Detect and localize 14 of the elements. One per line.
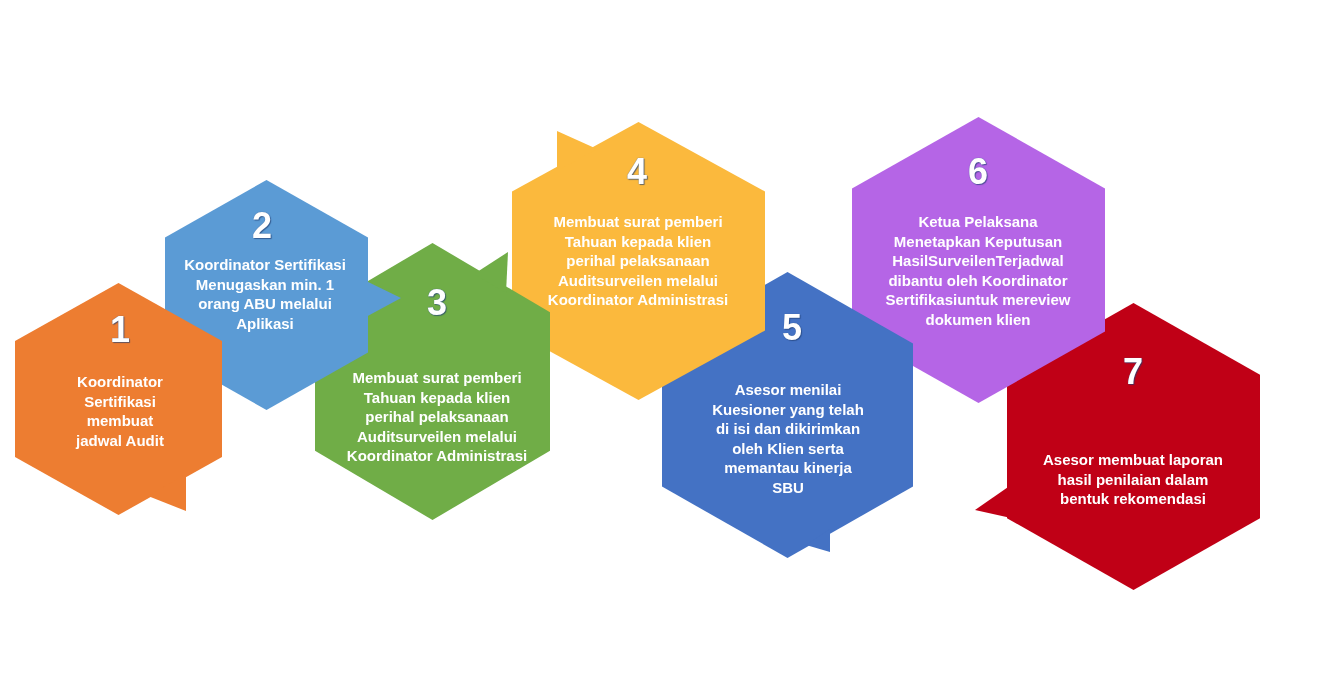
step-number: 4: [627, 154, 648, 190]
step-description: Koordinator Sertifikasi Menugaskan min. 1 orang ABU melalui Aplikasi: [183, 255, 347, 333]
step-description: Koordinator Sertifikasi membuat jadwal Audit: [75, 372, 165, 450]
step-number: 2: [252, 208, 273, 244]
step-description: Asesor menilai Kuesioner yang telah di isi dan dikirimkan oleh Klien serta memantau kinerja SBU: [711, 380, 865, 497]
step-description: Ketua Pelaksana Menetapkan Keputusan HasilSurveilenTerjadwal dibantu oleh Koordinator Sertifikasiuntuk mereview dokumen klien: [884, 212, 1072, 329]
step-number: 3: [427, 285, 448, 321]
step-description: Membuat surat pemberi Tahuan kepada klien perihal pelaksanaan Auditsurveilen melalui Koordinator Administrasi: [546, 212, 730, 310]
step-description: Membuat surat pemberi Tahuan kepada klien perihal pelaksanaan Auditsurveilen melalui Koordinator Administrasi: [345, 368, 529, 466]
step-number: 7: [1123, 354, 1144, 390]
step-number: 5: [782, 310, 803, 346]
step-number: 6: [968, 154, 989, 190]
step-number: 1: [110, 312, 131, 348]
step-description: Asesor membuat laporan hasil penilaian dalam bentuk rekomendasi: [1041, 450, 1225, 509]
